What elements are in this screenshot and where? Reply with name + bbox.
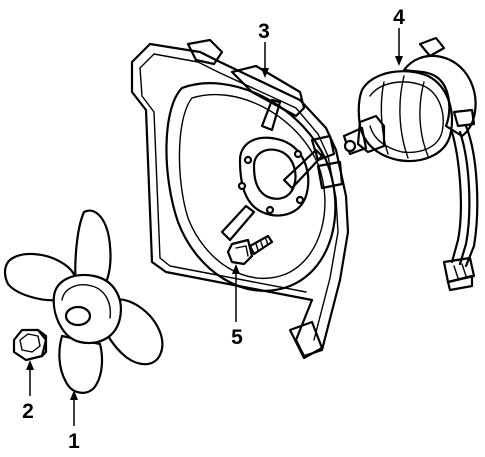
callout-4: 4 xyxy=(393,6,405,29)
callout-5: 5 xyxy=(231,326,243,349)
callout-3: 3 xyxy=(258,20,270,43)
fan-shroud xyxy=(130,38,350,360)
nut xyxy=(12,328,48,362)
callout-2: 2 xyxy=(22,400,34,423)
bolt xyxy=(226,234,274,266)
callout-1: 1 xyxy=(68,430,80,453)
fan-blade xyxy=(3,209,164,394)
fan-motor xyxy=(342,36,479,292)
callout-leaders xyxy=(26,28,403,426)
